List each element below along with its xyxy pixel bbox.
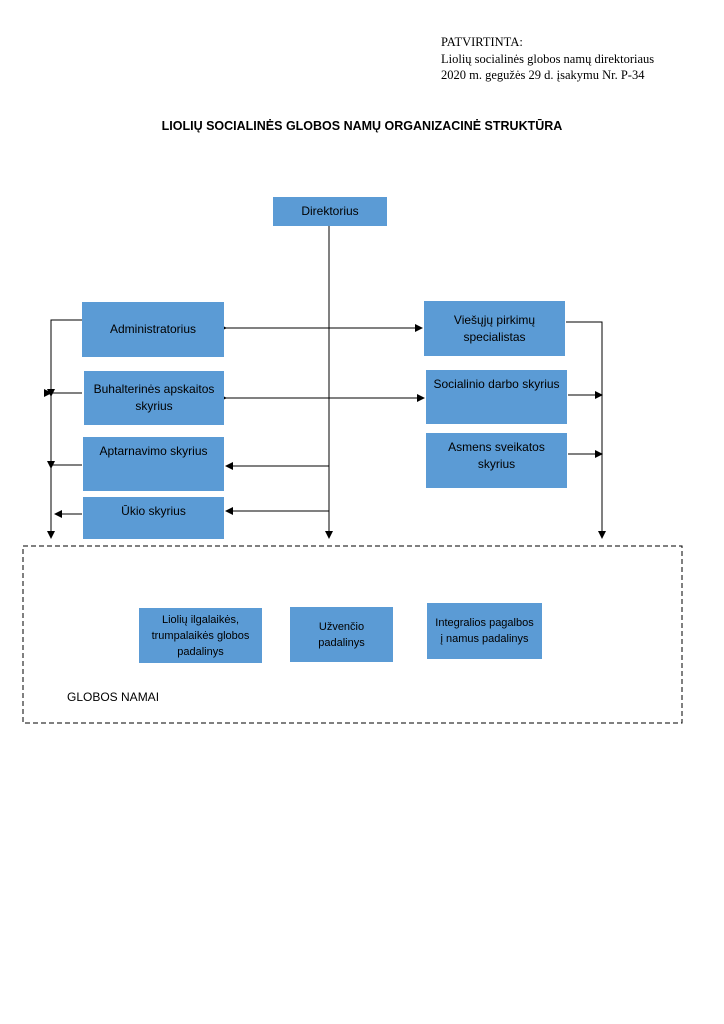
- administratorius-box: Administratorius: [82, 302, 224, 357]
- approval-line-1: PATVIRTINTA:: [441, 35, 523, 49]
- approval-note: PATVIRTINTA: Liolių socialinės globos na…: [441, 34, 654, 84]
- uzvencio-box: Užvenčio padalinys: [290, 607, 393, 662]
- viesuju-box: Viešųjų pirkimų specialistas: [424, 301, 565, 356]
- left-bracket-arrowhead-1: [47, 389, 55, 397]
- buhalterines-box: Buhalterinės apskaitos skyrius: [84, 371, 224, 425]
- aptarnavimo-box: Aptarnavimo skyrius: [83, 437, 224, 491]
- ukio-box: Ūkio skyrius: [83, 497, 224, 539]
- globos-namai-label: GLOBOS NAMAI: [67, 690, 160, 704]
- page-title: LIOLIŲ SOCIALINĖS GLOBOS NAMŲ ORGANIZACI…: [161, 119, 563, 133]
- socialinio-box: Socialinio darbo skyrius: [426, 370, 567, 424]
- approval-line-3: 2020 m. gegužės 29 d. įsakymu Nr. P-34: [441, 68, 645, 82]
- right-bracket-line: [566, 321, 606, 539]
- ilgalaikes-box: Liolių ilgalaikės, trumpalaikės globos p…: [139, 608, 262, 663]
- director-box: Direktorius: [273, 197, 387, 226]
- asmens-box: Asmens sveikatos skyrius: [426, 433, 567, 488]
- globos-namai-container: [22, 545, 683, 724]
- integralios-box: Integralios pagalbos į namus padalinys: [427, 603, 542, 659]
- left-bracket-line: [47, 319, 82, 539]
- approval-line-2: Liolių socialinės globos namų direktoria…: [441, 51, 655, 66]
- left-bracket-arrowhead-2: [47, 461, 55, 469]
